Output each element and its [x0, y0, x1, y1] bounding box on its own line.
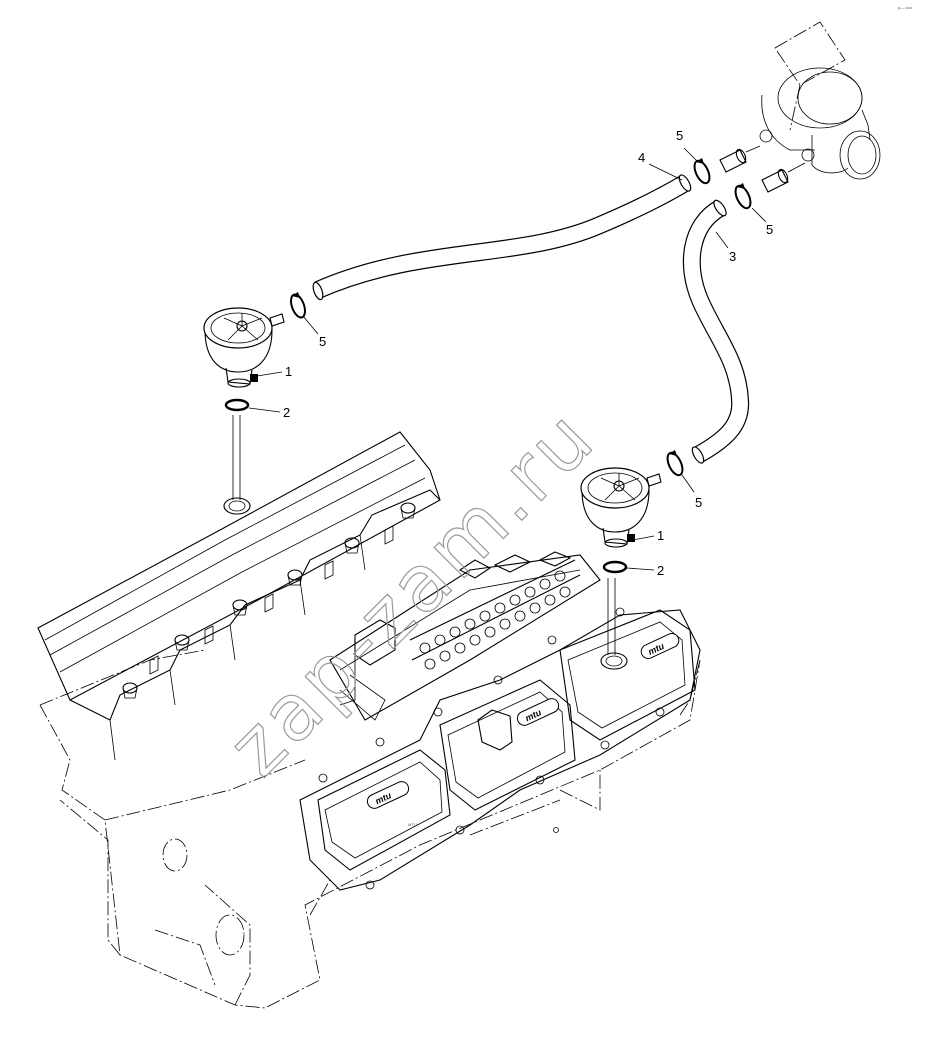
hose-clamp-top	[693, 158, 711, 185]
corner-mark: p— ooo	[898, 5, 913, 10]
callout-1-right: 1	[657, 528, 664, 543]
callout-5-left: 5	[319, 334, 326, 349]
o-ring-left	[224, 398, 250, 412]
hose-clamp-right-upper	[734, 183, 752, 210]
breather-valve-left	[203, 307, 285, 388]
fuel-injection-assembly	[329, 551, 601, 721]
breather-valve-right	[580, 467, 662, 548]
injector-pods	[122, 502, 416, 699]
callout-4: 4	[638, 150, 645, 165]
cover-small-mark: MTU	[408, 822, 417, 827]
assembly-guide-lines	[232, 415, 616, 655]
callout-2-right: 2	[657, 563, 664, 578]
rocker-cover-2: mtu	[439, 679, 576, 811]
callout-3: 3	[729, 249, 736, 264]
callout-5-top: 5	[676, 128, 683, 143]
left-breather-port	[223, 497, 251, 515]
o-ring-right	[602, 560, 628, 574]
engine-block-outline	[39, 649, 701, 1009]
injection-pump-elements	[419, 570, 571, 670]
callout-2-left: 2	[283, 405, 290, 420]
callout-5-lower: 5	[695, 495, 702, 510]
leader-lines	[248, 147, 767, 571]
intake-housing	[759, 21, 881, 180]
right-breather-port	[600, 652, 628, 670]
fitting-upper	[719, 145, 761, 173]
hose-3	[682, 199, 750, 464]
fitting-lower	[761, 162, 806, 193]
left-cylinder-bank	[37, 431, 441, 761]
cover-bolts	[318, 607, 665, 890]
callout-1-left: 1	[285, 364, 292, 379]
hose-clamp-right-lower	[666, 450, 684, 477]
rocker-cover-3: mtu	[559, 609, 696, 741]
hose-4	[312, 174, 692, 301]
hose-clamp-left	[290, 292, 306, 319]
callout-5-right: 5	[766, 222, 773, 237]
right-cylinder-bank: mtu MTU mtu mtu	[299, 607, 701, 891]
rocker-cover-1: mtu MTU	[317, 749, 451, 871]
callout-numbers: 1 2 5 4 5 5 3 5 1 2	[283, 128, 773, 578]
